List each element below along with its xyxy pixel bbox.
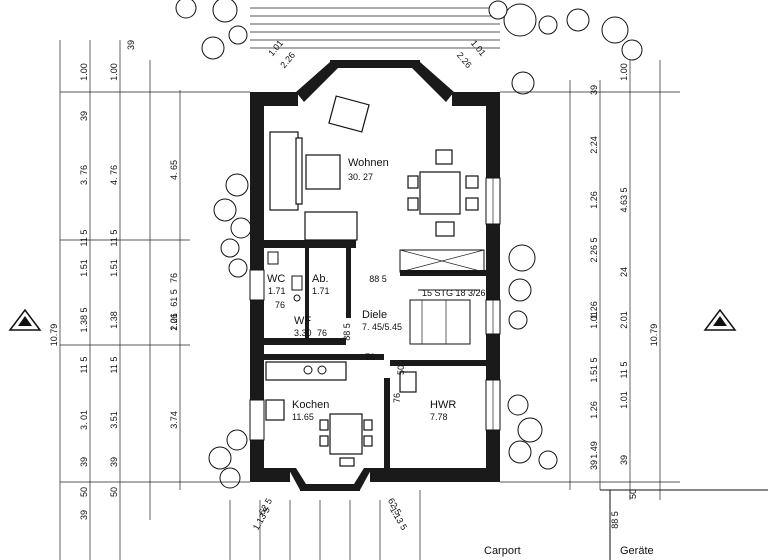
dimension-label: 1.26 — [589, 401, 599, 419]
dimension-label: 39 — [79, 111, 89, 121]
dimension-label: 1.51 — [79, 259, 89, 277]
dimension-label: 76 — [392, 393, 402, 403]
dimension-lines-right — [500, 60, 680, 500]
dimension-label: 1.00 — [79, 63, 89, 81]
dimension-label: 11 5 — [109, 230, 119, 247]
room-area-wc: 1.71 — [268, 286, 286, 296]
dimension-label: 3. 76 — [79, 165, 89, 185]
room-label-kochen: Kochen — [292, 399, 329, 411]
dimension-label: 2.26 5 — [589, 237, 599, 262]
dimension-label: 3.74 — [169, 411, 179, 429]
dimension-text-inner: 88 5 76 76 76 88 5 76 50 88 5 50 — [275, 274, 638, 529]
dimension-label: 88 5 — [369, 274, 387, 284]
sanitary — [267, 251, 303, 302]
dimension-label: 1.51 — [109, 259, 119, 277]
dimension-label: 61 5 — [169, 289, 179, 307]
dimension-label: 11 5 — [109, 357, 119, 374]
room-label-hwr: HWR — [430, 399, 456, 411]
dimension-text-right-outer: 10.79 — [649, 324, 659, 347]
dimension-lines-left — [59, 40, 250, 560]
terrace-hatching — [250, 7, 500, 49]
dimension-label: 39 — [619, 455, 629, 465]
room-label-wc: WC — [267, 273, 285, 285]
dimension-label: 1.01 — [169, 313, 179, 331]
dimension-label: 1.00 — [619, 63, 629, 81]
dimension-label: 4.63 5 — [619, 187, 629, 212]
dimension-label: 1.51 5 — [589, 357, 599, 382]
dimension-label: 1.00 — [109, 63, 119, 81]
dimension-text-left-outer: 10.79 — [49, 324, 59, 347]
living-furniture — [269, 95, 479, 241]
dimension-label: 1.49 — [589, 441, 599, 459]
dimension-label: 76 — [317, 328, 327, 338]
dimension-label: 39 — [79, 457, 89, 467]
dimension-text-left-c: 4. 65 76 61 5 1.012.26 3.74 — [169, 160, 179, 429]
dimension-label: 76 — [275, 300, 285, 310]
kitchen-furniture — [265, 361, 417, 467]
dimension-text-right-b: 1.00 4.63 5 24 2.01 1.01 11 5 39 — [619, 63, 629, 465]
room-area-ab: 1.71 — [312, 286, 330, 296]
dimension-top-left: 39 — [126, 40, 136, 50]
dimension-label: 50 — [628, 489, 638, 499]
room-area-diele: 7. 45/5.45 — [362, 322, 402, 332]
room-label-diele: Diele — [362, 309, 387, 321]
dimension-label: 10.79 — [49, 324, 59, 347]
dimension-label: 24 — [619, 267, 629, 277]
section-marker-left — [8, 308, 42, 331]
dimension-label: 39 — [109, 457, 119, 467]
carport-area — [229, 489, 768, 560]
label-geraete: Geräte — [620, 545, 654, 557]
dimension-label: 76 — [169, 273, 179, 283]
windows — [249, 177, 501, 441]
dimension-label: 2.26 — [278, 50, 297, 70]
stair-label: 15 STG 18 3/26 — [422, 288, 486, 298]
dimension-label: 1.13 5 — [251, 505, 272, 532]
dimension-label: 10.79 — [649, 324, 659, 347]
dimension-label: 39 — [589, 460, 599, 470]
dimension-label: 88 5 — [610, 511, 620, 529]
interior-walls — [264, 240, 490, 470]
dimension-label: 11 5 — [79, 357, 89, 374]
dimension-label: 1.26 — [589, 191, 599, 209]
dimension-label: 1.01 — [589, 311, 599, 329]
dimension-label: 2.26 — [169, 313, 179, 331]
section-marker-right — [703, 308, 737, 331]
dimension-label: 4. 65 — [169, 160, 179, 180]
dimension-label: 2.26 — [455, 50, 474, 70]
dimension-label: 2.01 — [619, 311, 629, 329]
dimension-text-left-a: 1.00 39 3. 76 11 5 1.51 1.38 5 11 5 3. 01 39 50 39 — [79, 63, 89, 520]
dimension-label: 50 — [396, 365, 406, 375]
room-area-wohnen: 30. 27 — [348, 172, 373, 182]
dimension-label: 76 — [365, 352, 375, 362]
dimension-label: 1.13 5 — [388, 505, 409, 532]
dimension-label: 3.51 — [109, 411, 119, 429]
dimension-label: 39 — [79, 510, 89, 520]
room-area-hwr: 7.78 — [430, 412, 448, 422]
dimension-label: 88 5 — [342, 323, 352, 341]
dimension-label: 11 5 — [619, 362, 629, 379]
room-label-wohnen: Wohnen — [348, 157, 389, 169]
stair — [399, 249, 485, 345]
dimension-label: 1.26 — [589, 301, 599, 319]
room-label-ab: Ab. — [312, 273, 329, 285]
dimension-label: 2.24 — [589, 136, 599, 154]
dimension-label: 39 — [589, 85, 599, 95]
dimension-label: 3. 01 — [79, 410, 89, 430]
dimension-text-left-b: 1.00 4. 76 11 5 1.51 1.38 11 5 3.51 39 50 — [109, 63, 119, 497]
dimension-label: 50 — [109, 487, 119, 497]
room-area-wf: 3.30 — [294, 328, 312, 338]
dimension-label: 1.38 5 — [79, 307, 89, 332]
dimension-label: 1.01 — [619, 391, 629, 409]
room-area-kochen: 11.65 — [292, 412, 314, 422]
dimension-label: 1.38 — [109, 311, 119, 329]
dimension-label: 4. 76 — [109, 165, 119, 185]
room-label-wf: WF — [294, 315, 311, 327]
dimension-label: 50 — [79, 487, 89, 497]
label-carport: Carport — [484, 545, 521, 557]
landscape-shrubs — [175, 0, 643, 489]
dimension-label: 11 5 — [79, 230, 89, 247]
